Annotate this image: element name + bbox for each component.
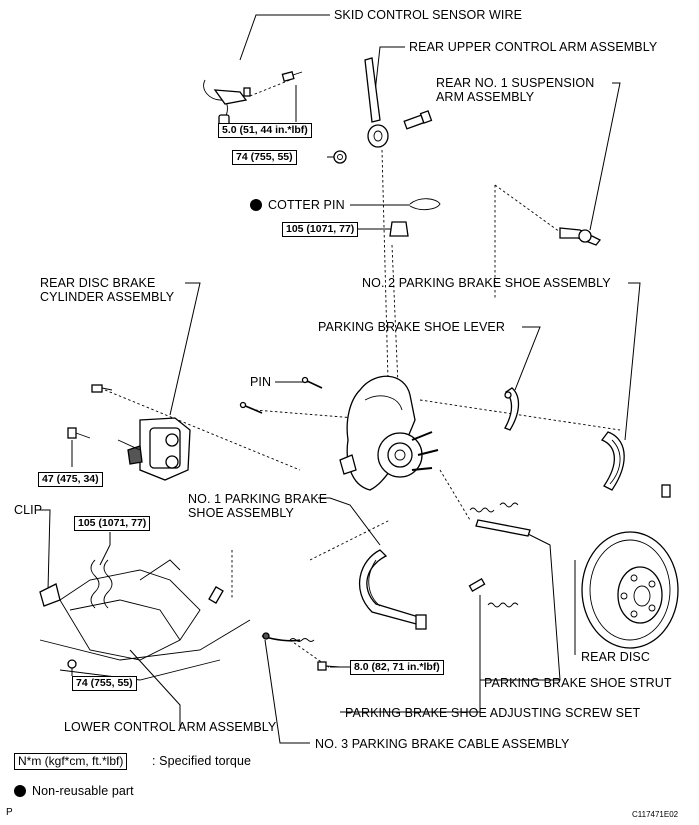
shoe-lever-part xyxy=(504,387,520,431)
torque-box-castle-nut: 105 (1071, 77) xyxy=(282,222,359,237)
legend-torque-text: : Specified torque xyxy=(152,754,252,768)
axis-shoe-lever xyxy=(419,399,621,431)
axis-cylinder-bolt xyxy=(104,389,301,471)
legend-non-reusable-dot-icon xyxy=(14,785,26,797)
adj-screw-part xyxy=(468,578,519,608)
nut-74-part xyxy=(333,150,347,164)
label-skid-sensor-wire: SKID CONTROL SENSOR WIRE xyxy=(334,8,523,22)
no3-cable-part xyxy=(261,632,315,642)
axis-strut xyxy=(439,469,471,521)
torque-box-cable-bolt: 8.0 (82, 71 in.*lbf) xyxy=(350,660,444,675)
skid-sensor-wire-part xyxy=(203,79,251,130)
lower-arm-part xyxy=(39,559,251,681)
axis-no1-arm-d xyxy=(494,184,561,233)
axis-sensor-bolt xyxy=(249,79,291,97)
sensor-bolt-part xyxy=(281,71,303,82)
caliper-bolt-upper xyxy=(91,384,113,393)
axis-vertical-left xyxy=(381,149,389,381)
label-cotter-pin: COTTER PIN xyxy=(268,198,345,212)
caliper-bolt-lower xyxy=(67,427,91,439)
cotter-pin-part xyxy=(409,198,441,211)
leader-shoe-lever xyxy=(514,326,541,391)
leader-clip xyxy=(36,509,51,591)
footer-code: C117471E02 xyxy=(632,810,679,819)
label-clip: CLIP xyxy=(14,503,43,517)
leader-adj-screw xyxy=(340,595,481,713)
axle-carrier-part xyxy=(339,375,439,491)
label-no3-cable: NO. 3 PARKING BRAKE CABLE ASSEMBLY xyxy=(315,737,570,751)
torque-box-lower-105: 105 (1071, 77) xyxy=(74,516,151,531)
legend-torque-box: N*m (kgf*cm, ft.*lbf) xyxy=(14,753,128,770)
label-adj-screw: PARKING BRAKE SHOE ADJUSTING SCREW SET xyxy=(345,706,641,720)
no2-shoe-part xyxy=(600,431,671,498)
torque-box-nut-74-top: 74 (755, 55) xyxy=(232,150,297,165)
rear-disc-part xyxy=(581,531,679,649)
torque-box-lower-74: 74 (755, 55) xyxy=(72,676,137,691)
torque-box-caliper: 47 (475, 34) xyxy=(38,472,103,487)
cable-bolt-part xyxy=(317,661,341,671)
label-rear-disc: REAR DISC xyxy=(581,650,650,664)
label-lower-arm: LOWER CONTROL ARM ASSEMBLY xyxy=(64,720,277,734)
label-rear-disc-cylinder: REAR DISC BRAKE CYLINDER ASSEMBLY xyxy=(40,276,175,304)
axis-pin xyxy=(254,409,381,421)
leader-skid-sensor xyxy=(239,14,330,61)
leader-105-lower xyxy=(99,532,111,566)
pin-upper-part xyxy=(301,376,323,389)
axis-vertical-right xyxy=(391,244,399,386)
leader-strut xyxy=(480,529,561,681)
leader-no3-cable xyxy=(264,639,310,744)
pin-left-part xyxy=(239,401,263,414)
leader-no2-shoe xyxy=(624,282,641,441)
leader-cylinder xyxy=(169,282,201,416)
label-no2-shoe: NO. 2 PARKING BRAKE SHOE ASSEMBLY xyxy=(362,276,611,290)
upper-arm-bolt-part xyxy=(403,110,433,130)
label-shoe-lever: PARKING BRAKE SHOE LEVER xyxy=(318,320,505,334)
strut-part xyxy=(469,502,531,537)
leader-lower-arm xyxy=(129,649,181,727)
label-pin: PIN xyxy=(250,375,272,389)
label-no1-shoe: NO. 1 PARKING BRAKE SHOE ASSEMBLY xyxy=(188,492,328,520)
brake-cylinder-part xyxy=(117,417,191,481)
no1-suspension-arm-part xyxy=(559,227,602,246)
no1-shoe-part xyxy=(358,549,427,630)
leader-no1-shoe xyxy=(318,497,381,546)
label-rear-no1-arm: REAR NO. 1 SUSPENSION ARM ASSEMBLY xyxy=(436,76,595,104)
castle-nut-part xyxy=(389,221,409,237)
lower-bolt-part xyxy=(208,586,224,604)
torque-box-sensor-bolt: 5.0 (51, 44 in.*lbf) xyxy=(218,123,312,138)
legend-nonreusable-text: Non-reusable part xyxy=(32,784,134,798)
leader-no1-arm xyxy=(589,82,621,231)
footer-left: P xyxy=(6,807,13,818)
label-shoe-strut: PARKING BRAKE SHOE STRUT xyxy=(484,676,672,690)
non-reusable-dot-icon xyxy=(250,199,262,211)
label-rear-upper-arm: REAR UPPER CONTROL ARM ASSEMBLY xyxy=(409,40,658,54)
upper-control-arm-part xyxy=(364,57,389,148)
